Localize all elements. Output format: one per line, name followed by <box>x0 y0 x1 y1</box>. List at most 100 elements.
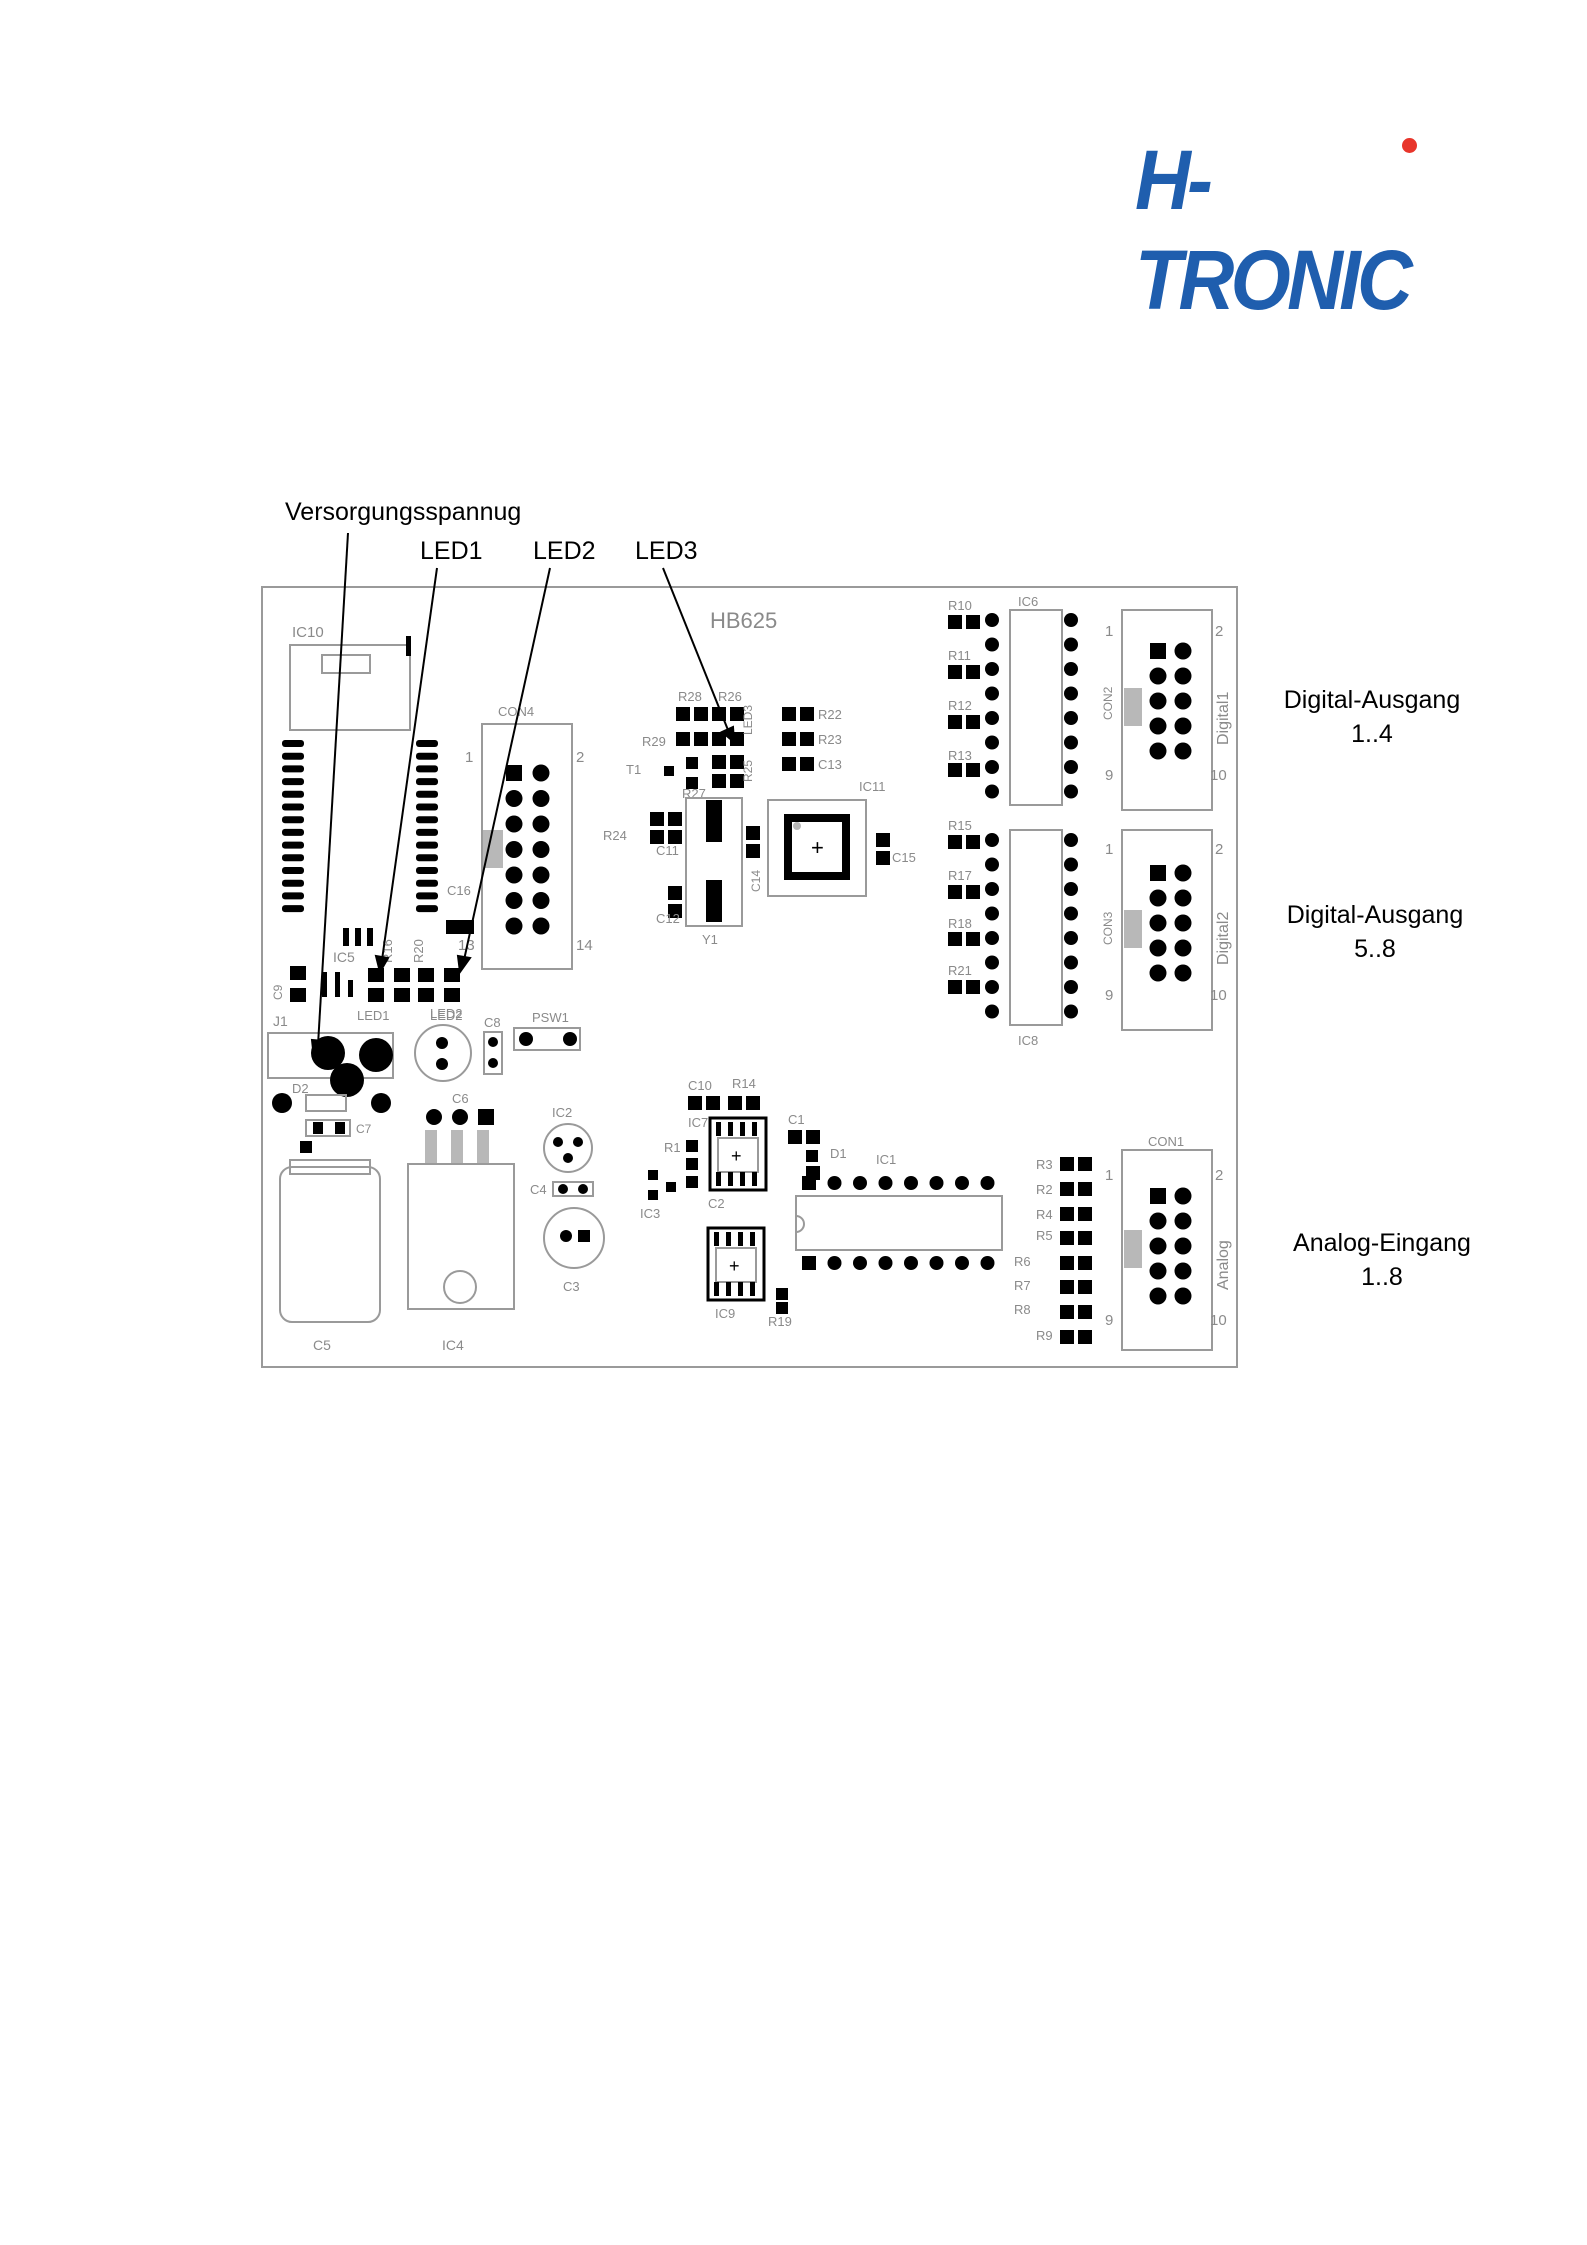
resistor-pad <box>966 932 980 946</box>
dip-pin <box>985 711 999 725</box>
ic10-pin <box>416 790 438 798</box>
dip-pin <box>985 662 999 676</box>
resistor-pad <box>966 665 980 679</box>
soic-pin <box>752 1122 757 1136</box>
dip-pin <box>1064 784 1078 799</box>
connector-pin <box>1149 939 1167 957</box>
con4-pin <box>532 841 550 858</box>
ic10-pin <box>416 854 438 862</box>
svg-text:IC7: IC7 <box>688 1115 708 1130</box>
r2-r9-pads <box>1060 1157 1092 1344</box>
resistor-pad <box>948 932 962 946</box>
ic10-left-pins <box>282 740 304 913</box>
con4-pin <box>532 764 550 782</box>
svg-text:IC4: IC4 <box>442 1337 464 1353</box>
dip-pin <box>1064 711 1078 725</box>
ic10-pin <box>282 905 304 913</box>
ic10-pin <box>416 841 438 849</box>
svg-text:R4: R4 <box>1036 1207 1053 1222</box>
r2-r9-labels: R3 R2 R4 R5 R6 R7 R8 R9 <box>1014 1157 1053 1343</box>
svg-text:R6: R6 <box>1014 1254 1031 1269</box>
small-transistor <box>322 972 353 997</box>
dip-pin <box>985 857 999 872</box>
ic10-pin <box>416 740 438 747</box>
connector-pin <box>1174 964 1192 982</box>
svg-text:1: 1 <box>465 749 473 766</box>
resistor-pad <box>1060 1182 1074 1196</box>
svg-text:IC2: IC2 <box>552 1105 572 1120</box>
dip-pin <box>1064 955 1078 970</box>
resistor-pad <box>1060 1256 1074 1270</box>
svg-text:C8: C8 <box>484 1015 501 1030</box>
ic10-pin <box>416 778 438 786</box>
dip-pin <box>1064 735 1078 750</box>
c16-label: C16 <box>447 883 471 898</box>
dip-pin <box>1064 613 1078 627</box>
con4-header: CON4 1 2 13 14 <box>458 704 593 970</box>
svg-text:LED2: LED2 <box>430 1008 463 1023</box>
ic1-pin <box>853 1176 867 1190</box>
svg-text:R18: R18 <box>948 916 972 931</box>
con4-pin <box>505 841 523 858</box>
svg-text:CON1: CON1 <box>1148 1134 1184 1149</box>
svg-text:R2: R2 <box>1036 1182 1053 1197</box>
psw1: PSW1 <box>513 1010 581 1051</box>
soic-pin <box>738 1232 743 1246</box>
soic-pin <box>716 1172 721 1186</box>
dip-pin <box>1064 1004 1078 1019</box>
ic10-pin <box>282 803 304 811</box>
resistor-pad <box>1078 1231 1092 1245</box>
ic1-pin <box>929 1256 944 1270</box>
ic10-right-pins <box>416 740 438 913</box>
svg-text:2: 2 <box>1215 623 1223 640</box>
svg-text:10: 10 <box>1210 987 1227 1004</box>
c9: C9 <box>271 966 306 1002</box>
ic10-pin <box>282 740 304 747</box>
ic10-pin <box>282 752 304 760</box>
ic5: IC5 <box>333 928 373 965</box>
svg-text:R25: R25 <box>741 760 755 782</box>
soic-pin <box>714 1282 719 1296</box>
callout-led3: LED3 <box>635 537 698 565</box>
label-analog-in-line1: Analog-Eingang <box>1293 1229 1471 1257</box>
svg-text:R17: R17 <box>948 868 972 883</box>
connector-pin <box>1149 1212 1167 1230</box>
dip-pin <box>985 955 999 970</box>
connector-pin <box>1149 692 1167 710</box>
crystal-y1: Y1 <box>685 797 743 947</box>
dip-pin <box>985 980 999 994</box>
ic1-pin <box>980 1176 995 1190</box>
soic-pin <box>728 1122 733 1136</box>
label-digital-out-1-line1: Digital-Ausgang <box>1283 686 1461 714</box>
svg-text:D2: D2 <box>292 1081 309 1096</box>
ic1-pin <box>802 1176 816 1190</box>
r22-r23-c13: R22 R23 C13 <box>782 707 842 772</box>
ic10-pin <box>416 765 438 773</box>
resistor-pad <box>948 715 962 729</box>
ic1-pin <box>827 1256 842 1270</box>
resistor-pad <box>1078 1280 1092 1294</box>
connector-pin <box>1174 717 1192 735</box>
ic7-ic9-cluster: C10 R14 IC7 + R1 IC3 C2 + IC9 R19 C1 D1 <box>640 1076 847 1329</box>
ic10-pin <box>416 752 438 760</box>
ic1-pin <box>878 1176 893 1190</box>
resistor-pad <box>1078 1182 1092 1196</box>
resistor-pad <box>1060 1280 1074 1294</box>
svg-text:14: 14 <box>576 937 593 954</box>
label-digital-out-1-line2: 1..4 <box>1351 720 1393 748</box>
resistor-pad <box>948 763 962 777</box>
c4: C4 <box>530 1181 594 1197</box>
dip-pin <box>1064 857 1078 872</box>
connector-pin <box>1149 964 1167 982</box>
ic1-pin <box>878 1256 893 1270</box>
r10-r21-pads: R10 R11 R12 R13 R15 R17 R18 R21 <box>948 598 972 978</box>
svg-text:PSW1: PSW1 <box>532 1010 569 1025</box>
svg-text:R22: R22 <box>818 707 842 722</box>
svg-text:+: + <box>729 1256 740 1276</box>
soic-pin <box>728 1172 733 1186</box>
dip-pin <box>985 906 999 921</box>
soic-pin <box>750 1282 755 1296</box>
led1-arrow-line <box>381 567 438 961</box>
svg-text:C11: C11 <box>656 843 679 858</box>
logo-dot <box>1402 138 1417 153</box>
